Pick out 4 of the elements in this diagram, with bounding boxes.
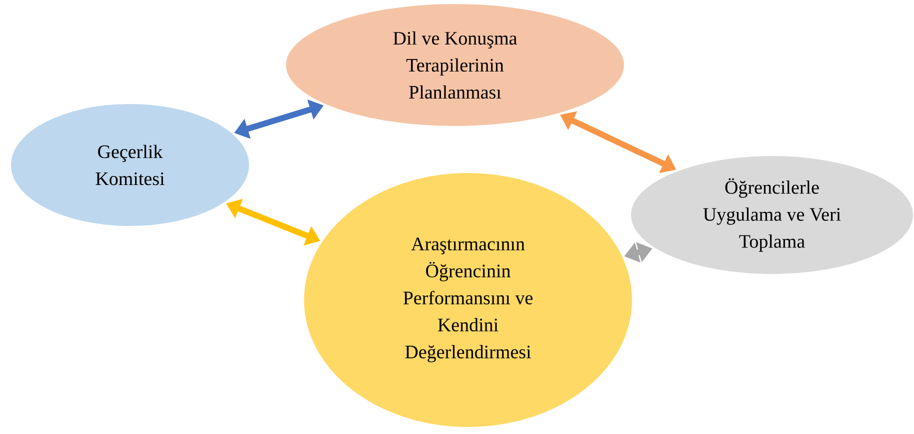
- ellipse-node: Öğrencilerle Uygulama ve Veri Toplama: [629, 154, 914, 276]
- ellipse-node: Araştırmacının Öğrencinin Performansını ve Kendini Değerlendirmesi: [302, 171, 634, 429]
- ellipse-node: Dil ve Konuşma Terapilerinin Planlanması: [284, 2, 626, 128]
- ellipse-node: Geçerlik Komitesi: [9, 102, 251, 228]
